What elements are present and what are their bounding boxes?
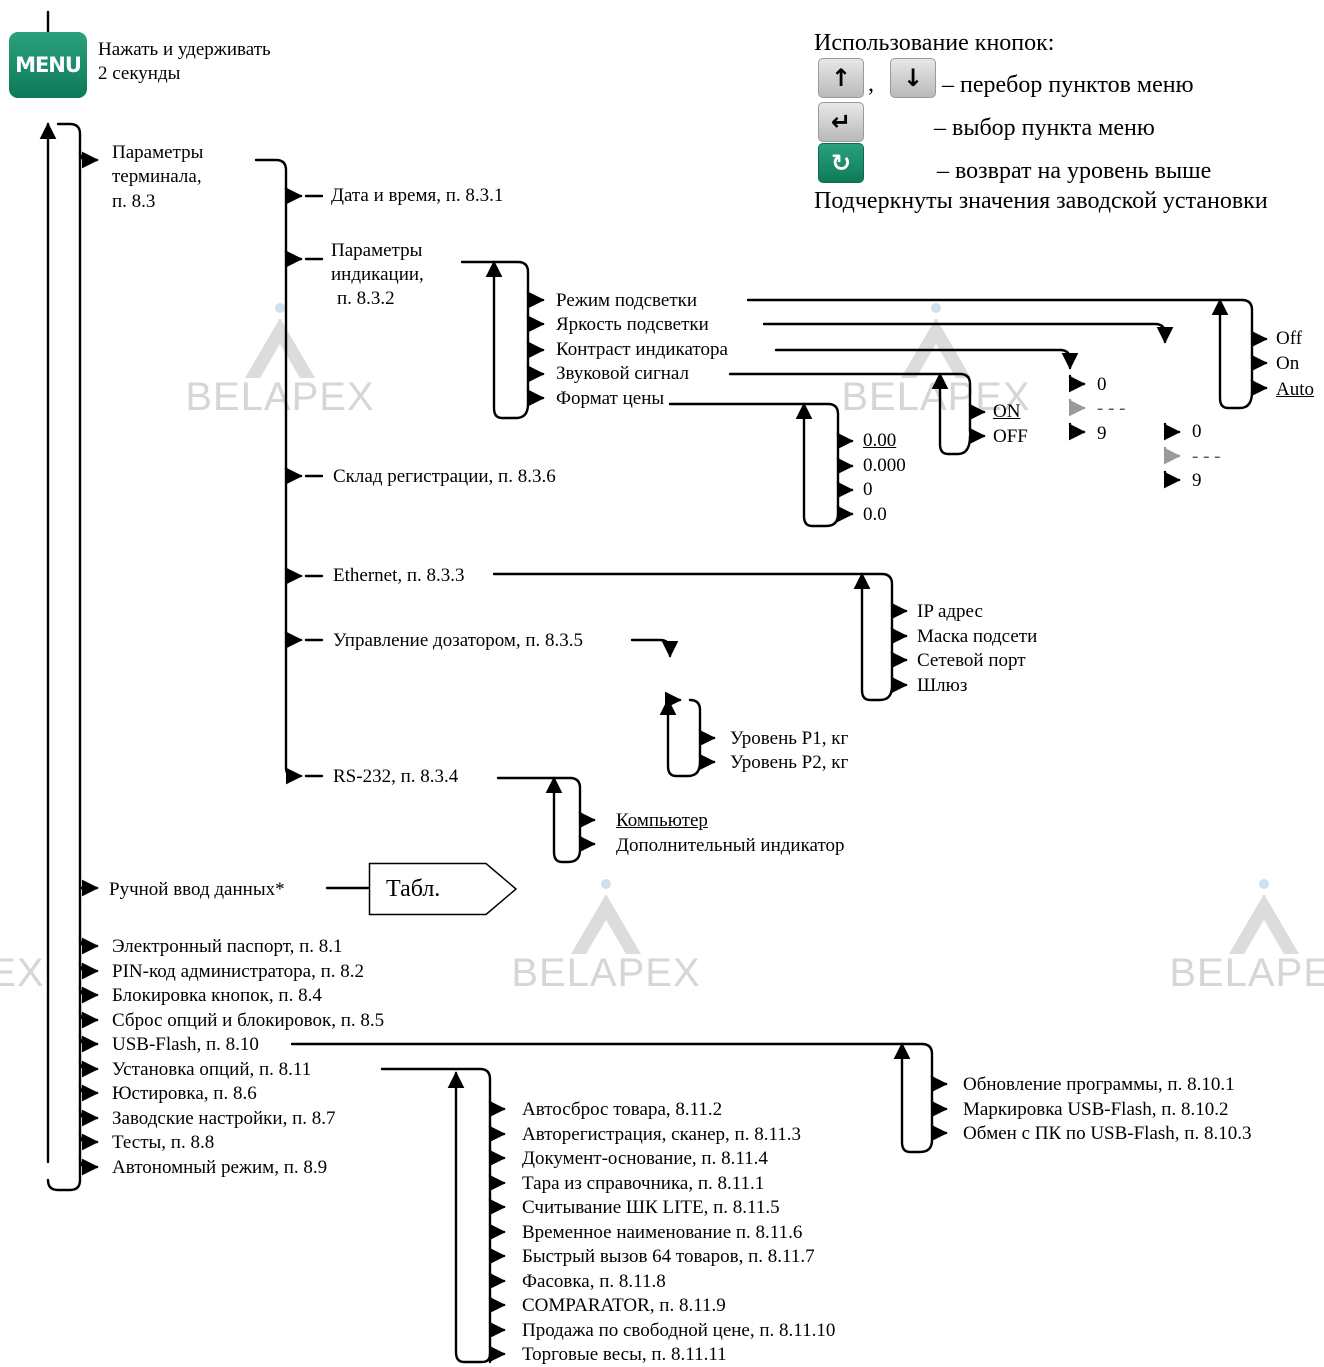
dispenser-subitem: Уровень P1, кг [730,728,849,749]
main-menu-item: PIN-код администратора, п. 8.2 [112,961,365,982]
manual-input-item: Ручной ввод данных* [109,879,285,900]
option-subitem: Быстрый вызов 64 товаров, п. 8.11.7 [522,1246,815,1267]
backlight-option: Off [1276,328,1303,349]
usb-subitem: Обновление программы, п. 8.10.1 [963,1074,1235,1095]
arrow-up-icon: ↑ [818,58,864,98]
sound-option: ON [993,401,1021,422]
indication-params-title: индикации, [331,264,424,285]
legend-comma: , [868,71,874,97]
option-subitem: Продажа по свободной цене, п. 8.11.10 [522,1320,836,1341]
option-subitem: COMPARATOR, п. 8.11.9 [522,1295,726,1316]
main-menu-item: Юстировка, п. 8.6 [112,1083,257,1104]
contrast-option: - - - [1097,398,1126,419]
indication-params-title: Параметры [331,240,423,261]
main-menu-item: Автономный режим, п. 8.9 [112,1157,328,1178]
backlight-option: Auto [1276,379,1314,400]
contrast-option: 9 [1097,423,1107,444]
price-format-option: 0.0 [863,504,887,525]
legend-updown-text: – перебор пунктов меню [942,72,1194,98]
watermark-logo: BELAPEX [0,951,45,995]
main-menu-item: Установка опций, п. 8.11 [112,1059,312,1080]
brightness-option: 9 [1192,470,1202,491]
usb-subitem: Маркировка USB-Flash, п. 8.10.2 [963,1099,1229,1120]
option-subitem: Торговые весы, п. 8.11.11 [522,1344,727,1365]
watermark-logo: BELAPEX [1154,876,1324,996]
datetime-item: Дата и время, п. 8.3.1 [331,185,504,206]
back-icon: ↻ [818,143,864,183]
sound-option: OFF [993,426,1028,447]
legend-enter-text: – выбор пункта меню [934,115,1155,141]
backlight-option: On [1276,353,1300,374]
watermark-logo: BELAPEX [496,876,716,996]
main-menu-item: USB-Flash, п. 8.10 [112,1034,259,1055]
table-reference: Табл. [368,862,518,916]
price-format-option: 0.000 [863,455,906,476]
ethernet-subitem: Маска подсети [917,626,1038,647]
option-subitem: Временное наименование п. 8.11.6 [522,1222,803,1243]
enter-icon: ↵ [818,102,864,142]
main-menu-item: Сброс опций и блокировок, п. 8.5 [112,1010,385,1031]
option-subitem: Документ-основание, п. 8.11.4 [522,1148,768,1169]
ethernet-subitem: Шлюз [917,675,968,696]
price-format-option: 0 [863,479,873,500]
legend-title: Использование кнопок: [814,30,1055,56]
dispenser-subitem: Уровень P2, кг [730,752,849,773]
option-subitem: Авторегистрация, сканер, п. 8.11.3 [522,1124,802,1145]
terminal-params-title: Параметры [112,142,204,163]
indication-item: Звуковой сигнал [556,363,690,384]
main-menu-item: Электронный паспорт, п. 8.1 [112,936,343,957]
usb-subitem: Обмен с ПК по USB-Flash, п. 8.10.3 [963,1123,1252,1144]
indication-params-title: п. 8.3.2 [337,288,395,309]
menu-hint: 2 секунды [98,63,181,84]
dispenser-item: Управление дозатором, п. 8.3.5 [333,630,584,651]
main-menu-item: Заводские настройки, п. 8.7 [112,1108,336,1129]
option-subitem: Тара из справочника, п. 8.11.1 [522,1173,765,1194]
menu-button[interactable]: MENU [9,32,87,98]
ethernet-subitem: IP адрес [917,601,983,622]
price-format-option: 0.00 [863,430,897,451]
indication-item: Яркость подсветки [556,314,709,335]
option-subitem: Автосброс товара, 8.11.2 [522,1099,723,1120]
contrast-option: 0 [1097,374,1107,395]
main-menu-item: Тесты, п. 8.8 [112,1132,215,1153]
brightness-option: - - - [1192,446,1221,467]
ethernet-item: Ethernet, п. 8.3.3 [333,565,465,586]
option-subitem: Фасовка, п. 8.11.8 [522,1271,666,1292]
indication-item: Режим подсветки [556,290,698,311]
menu-hint: Нажать и удерживать [98,39,271,60]
legend-note: Подчеркнуты значения заводской установки [814,188,1268,214]
rs232-subitem: Дополнительный индикатор [616,835,845,856]
terminal-params-title: п. 8.3 [112,191,156,212]
watermark-logo: BELAPEX [170,300,390,420]
legend-back-text: – возврат на уровень выше [937,158,1212,184]
brightness-option: 0 [1192,421,1202,442]
indication-item: Контраст индикатора [556,339,728,360]
warehouse-item: Склад регистрации, п. 8.3.6 [333,466,556,487]
ethernet-subitem: Сетевой порт [917,650,1026,671]
rs232-item: RS-232, п. 8.3.4 [333,766,459,787]
option-subitem: Считывание ШК LITE, п. 8.11.5 [522,1197,780,1218]
main-menu-item: Блокировка кнопок, п. 8.4 [112,985,322,1006]
arrow-down-icon: ↓ [890,58,936,98]
indication-item: Формат цены [556,388,665,409]
terminal-params-title: терминала, [112,166,202,187]
rs232-subitem: Компьютер [616,810,708,831]
